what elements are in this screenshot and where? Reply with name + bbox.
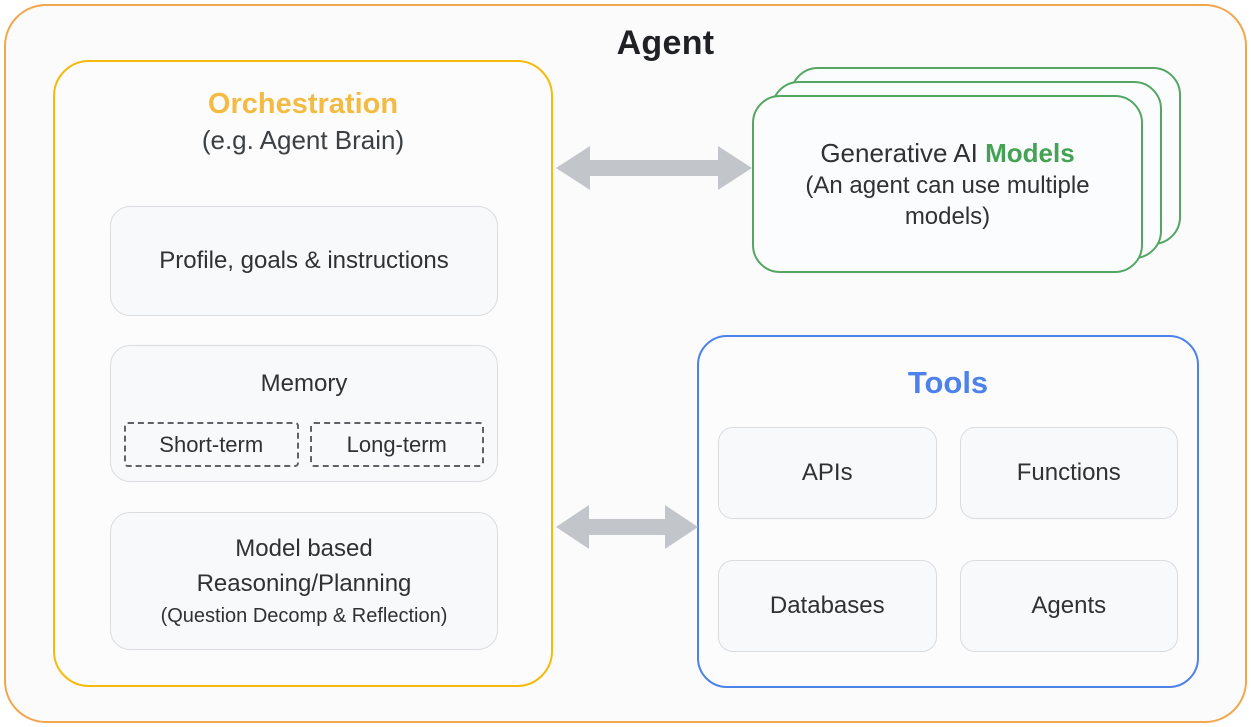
tools-box: Tools APIs Functions Databases Agents [697,335,1199,688]
models-subtitle: (An agent can use multiple models) [805,172,1090,230]
orchestration-tools-arrow-icon [556,505,698,549]
memory-types-row: Short-term Long-term [124,422,484,467]
tool-card-databases: Databases [718,560,937,652]
orchestration-box: Orchestration (e.g. Agent Brain) Profile… [53,60,553,687]
tools-title: Tools [907,365,989,400]
memory-label: Memory [260,370,348,397]
short-term-memory-label: Short-term [159,431,264,457]
tool-card-agents: Agents [959,560,1178,652]
tool-label-functions: Functions [1016,459,1121,486]
orchestration-subtitle: (e.g. Agent Brain) [201,125,405,155]
models-card: Generative AI Models (An agent can use m… [752,95,1143,273]
reasoning-line-3: (Question Decomp & Reflection) [160,605,448,627]
short-term-memory-box: Short-term [124,422,299,467]
profile-goals-instructions-label: Profile, goals & instructions [159,247,449,274]
tool-card-apis: APIs [718,427,937,519]
tool-label-apis: APIs [801,459,853,486]
tool-label-agents: Agents [1031,592,1107,619]
tools-grid: APIs Functions Databases Agents [718,427,1178,652]
long-term-memory-box: Long-term [309,422,484,467]
models-title-prefix: Generative AI [820,138,986,168]
models-title: Generative AI Models [820,136,1074,170]
tool-card-functions: Functions [959,427,1178,519]
diagram-title: Agent [616,24,715,62]
profile-goals-instructions-card: Profile, goals & instructions [110,206,498,316]
reasoning-planning-card: Model based Reasoning/Planning (Question… [110,512,498,650]
models-title-highlight: Models [985,138,1075,168]
memory-card: Memory Short-term Long-term [110,345,498,482]
long-term-memory-label: Long-term [346,431,447,457]
orchestration-title: Orchestration [207,88,399,120]
orchestration-models-arrow-icon [556,146,752,190]
reasoning-line-1: Model based [235,535,373,562]
tool-label-databases: Databases [769,592,885,619]
reasoning-line-2: Reasoning/Planning [196,570,412,597]
